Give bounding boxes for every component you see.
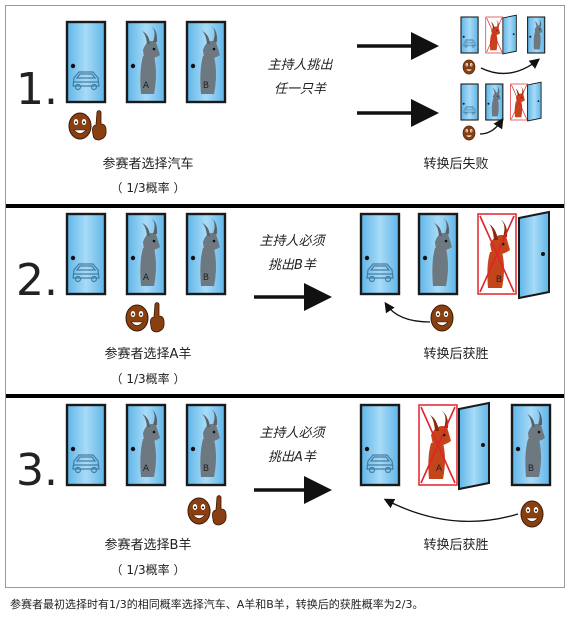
pointing-hand-icon <box>212 495 227 526</box>
result-label: 转换后获胜 <box>423 538 488 553</box>
contestant-face-icon <box>462 125 476 141</box>
door-label-b: B <box>496 275 502 285</box>
panel-number: 2. <box>16 255 58 306</box>
result-label: 转换后获胜 <box>423 347 488 362</box>
switch-arrow-icon <box>479 117 504 135</box>
door-label-b: B <box>203 81 209 91</box>
choice-label: 参赛者选择汽车 <box>102 156 193 172</box>
door-car <box>67 22 105 102</box>
panel-number: 1. <box>16 64 58 115</box>
host-action-line-1: 主持人必须 <box>259 426 326 441</box>
host-action-line-2: 挑出B羊 <box>268 258 317 273</box>
door-car <box>361 405 399 485</box>
open-door-panel <box>518 211 550 299</box>
contestant-face-icon <box>430 304 454 332</box>
host-action-line-1: 主持人挑出 <box>267 58 333 73</box>
door-car <box>361 214 399 294</box>
probability-label: （ 1/3概率 ） <box>111 371 186 386</box>
contestant-face-icon <box>462 59 476 75</box>
door-label-a: A <box>436 464 443 474</box>
probability-label: （ 1/3概率 ） <box>111 562 186 577</box>
door-goat-a <box>419 214 457 294</box>
panel-number: 3. <box>16 445 58 496</box>
door-label-b: B <box>203 273 209 283</box>
door-label-a: A <box>143 81 150 91</box>
door-car <box>67 405 105 485</box>
figure-caption: 参赛者最初选择时有1/3的相同概率选择汽车、A羊和B羊，转换后的获胜概率为2/3… <box>10 598 424 611</box>
door-label-b: B <box>528 464 534 474</box>
contestant-face-icon <box>187 497 211 525</box>
panel-divider <box>6 394 564 398</box>
result-mini-doors-1 <box>461 14 545 55</box>
switch-arrow-icon <box>384 301 431 323</box>
door-car <box>67 214 105 294</box>
probability-label: （ 1/3概率 ） <box>111 180 186 195</box>
panel-2: 2. A B 主持人必须 挑出B羊 B 参赛者选择A羊 （ 1/3概率 ） 转换… <box>16 211 550 386</box>
choice-label: 参赛者选择A羊 <box>105 346 192 362</box>
switch-arrow-icon <box>383 498 519 522</box>
contestant-face-icon <box>68 112 92 140</box>
result-label: 转换后失败 <box>423 157 488 172</box>
door-label-b: B <box>203 464 209 474</box>
pointing-hand-icon <box>150 302 165 333</box>
host-action-line-2: 挑出A羊 <box>268 450 317 465</box>
contestant-face-icon <box>125 304 149 332</box>
contestant-face-icon <box>520 500 544 528</box>
panel-3: 3. A B 主持人必须 挑出A羊 A B 参赛者选择B羊 （ 1/3概率 ） … <box>16 402 550 577</box>
host-action-line-2: 任一只羊 <box>274 82 327 97</box>
open-door-panel <box>458 402 490 490</box>
panel-1: 1. A B 主持人挑出 任一只羊 <box>16 14 545 195</box>
result-mini-doors-2 <box>461 81 542 122</box>
pointing-hand-icon <box>92 110 107 141</box>
host-action-line-1: 主持人必须 <box>259 234 326 249</box>
door-label-a: A <box>143 273 150 283</box>
switch-arrow-icon <box>480 58 541 74</box>
panel-divider <box>6 204 564 208</box>
door-label-a: A <box>143 464 150 474</box>
choice-label: 参赛者选择B羊 <box>105 537 192 553</box>
